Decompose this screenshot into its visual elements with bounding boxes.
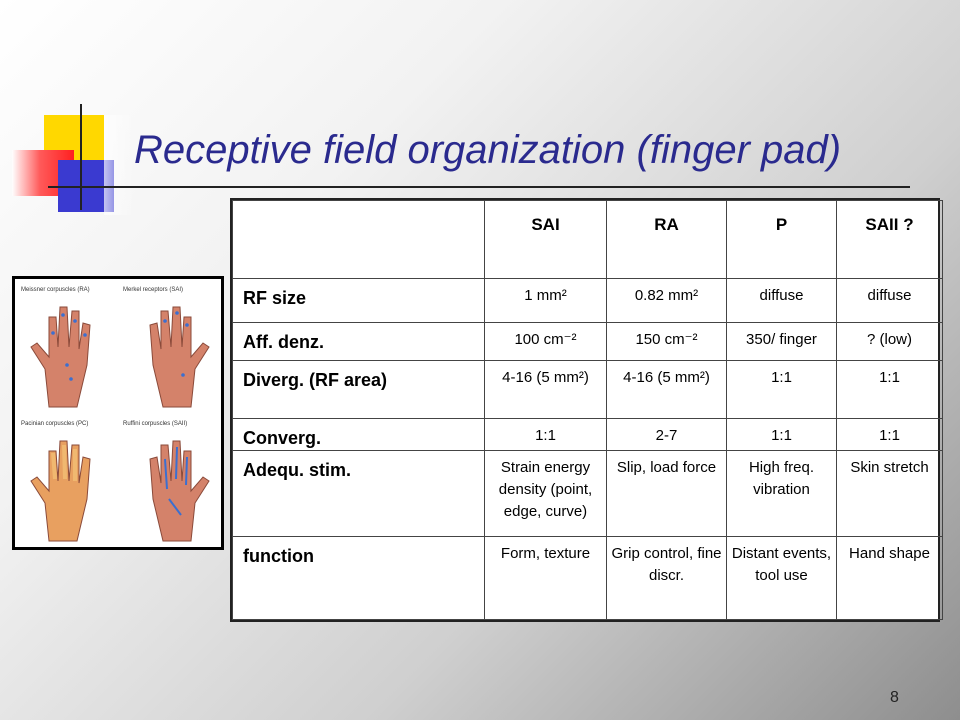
table-cell: Hand shape	[836, 536, 943, 620]
row-label: Aff. denz.	[232, 322, 485, 361]
table-cell: ? (low)	[836, 322, 943, 361]
table-cell: 350/ finger	[726, 322, 837, 361]
title-underline	[48, 186, 910, 188]
hand-icon	[30, 440, 91, 542]
table-row: Adequ. stim. Strain energy density (poin…	[232, 450, 943, 537]
figure-panel-caption: Pacinian corpuscles (PC)	[21, 421, 89, 427]
row-label: Diverg. (RF area)	[232, 360, 485, 419]
table-cell: diffuse	[726, 278, 837, 323]
figure-panel-ruffini: Ruffini corpuscles (SAII)	[121, 417, 221, 545]
page-number: 8	[890, 689, 899, 706]
table-cell: 4-16 (5 mm²)	[484, 360, 607, 419]
table-cell: 0.82 mm²	[606, 278, 727, 323]
table-cell: 4-16 (5 mm²)	[606, 360, 727, 419]
table-row: Diverg. (RF area) 4-16 (5 mm²) 4-16 (5 m…	[232, 360, 943, 419]
table-cell: Grip control, fine discr.	[606, 536, 727, 620]
figure-panel-caption: Ruffini corpuscles (SAII)	[123, 421, 188, 427]
table-cell: 1 mm²	[484, 278, 607, 323]
deco-fade-square	[104, 115, 134, 215]
hand-icon	[30, 306, 91, 408]
table-header-cell: RA	[606, 200, 727, 279]
table-cell: Distant events, tool use	[726, 536, 837, 620]
hand-icon	[149, 440, 210, 542]
figure-panel-merkel: Merkel receptors (SAI)	[121, 283, 221, 411]
table-cell: 1:1	[484, 418, 607, 451]
table-cell: 1:1	[836, 360, 943, 419]
figure-panel-caption: Merkel receptors (SAI)	[123, 287, 184, 293]
table-cell: Strain energy density (point, edge, curv…	[484, 450, 607, 537]
table-cell: diffuse	[836, 278, 943, 323]
table-row: Aff. denz. 100 cm⁻² 150 cm⁻² 350/ finger…	[232, 322, 943, 361]
table-cell: High freq. vibration	[726, 450, 837, 537]
table-cell: 150 cm⁻²	[606, 322, 727, 361]
receptor-figure: Meissner corpuscles (RA) Merkel receptor…	[12, 276, 224, 550]
table-cell: 2-7	[606, 418, 727, 451]
hand-icon	[149, 306, 210, 408]
table-header-cell: P	[726, 200, 837, 279]
table-cell: Slip, load force	[606, 450, 727, 537]
table-row: Converg. 1:1 2-7 1:1 1:1	[232, 418, 943, 451]
deco-vertical-line	[80, 104, 82, 210]
row-label: RF size	[232, 278, 485, 323]
table-cell: 1:1	[836, 418, 943, 451]
row-label: function	[232, 536, 485, 620]
figure-panel-pacinian: Pacinian corpuscles (PC)	[19, 417, 119, 545]
table-header-cell	[232, 200, 485, 279]
table-row: function Form, texture Grip control, fin…	[232, 536, 943, 620]
receptor-properties-table: SAI RA P SAII ? RF size 1 mm² 0.82 mm² d…	[230, 198, 943, 622]
figure-panel-caption: Meissner corpuscles (RA)	[21, 287, 90, 293]
table-header-cell: SAI	[484, 200, 607, 279]
table-header-row: SAI RA P SAII ?	[232, 200, 943, 279]
row-label: Converg.	[232, 418, 485, 451]
table-cell: Skin stretch	[836, 450, 943, 537]
row-label: Adequ. stim.	[232, 450, 485, 537]
table-row: RF size 1 mm² 0.82 mm² diffuse diffuse	[232, 278, 943, 323]
table-cell: 1:1	[726, 418, 837, 451]
table-cell: 100 cm⁻²	[484, 322, 607, 361]
table-cell: Form, texture	[484, 536, 607, 620]
slide-title: Receptive field organization (finger pad…	[134, 128, 842, 172]
table-header-cell: SAII ?	[836, 200, 943, 279]
figure-panel-meissner: Meissner corpuscles (RA)	[19, 283, 119, 411]
table-cell: 1:1	[726, 360, 837, 419]
